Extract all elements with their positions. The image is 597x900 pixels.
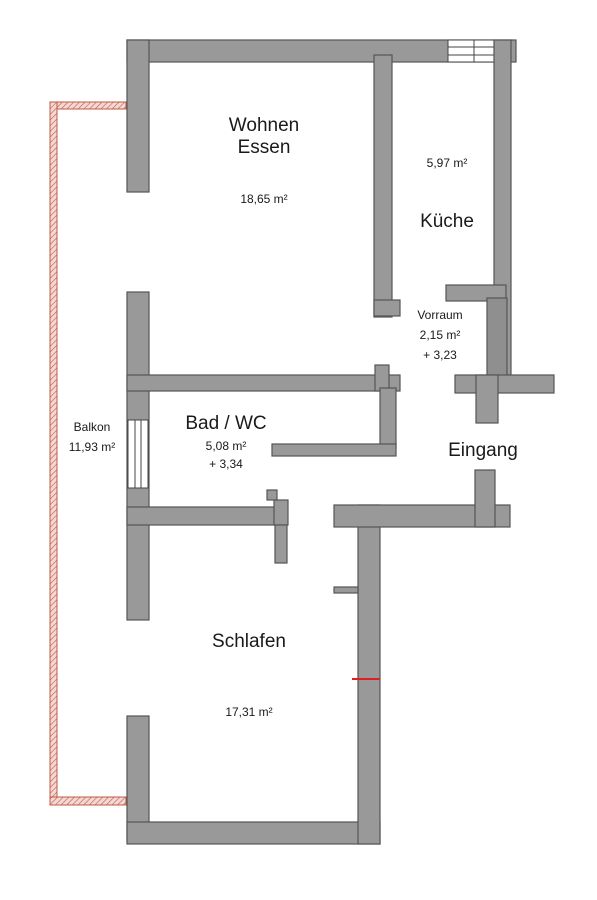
balcony-outline <box>49 101 127 806</box>
walls <box>126 39 555 845</box>
room-extra-vorraum: + 3,23 <box>423 348 457 362</box>
room-name-eingang: Eingang <box>448 440 518 461</box>
room-area-bad: 5,08 m² <box>205 439 247 453</box>
room-extra-bad: + 3,34 <box>209 457 243 471</box>
room-name-wohnen-line2: Essen <box>237 136 291 158</box>
room-name-kueche: Küche <box>420 211 474 232</box>
room-area-schlafen: 17,31 m² <box>225 705 273 719</box>
room-name-vorraum: Vorraum <box>417 308 463 322</box>
room-area-balkon: 11,93 m² <box>68 440 116 454</box>
room-area-kueche: 5,97 m² <box>426 156 468 170</box>
room-name-schlafen: Schlafen <box>212 631 286 652</box>
room-area-vorraum: 2,15 m² <box>419 328 461 342</box>
room-name-wohnen-line1: Wohnen <box>228 115 300 136</box>
room-name-balkon: Balkon <box>73 420 111 434</box>
room-name-wohnen: Wohnen Essen <box>205 115 323 159</box>
room-area-wohnen: 18,65 m² <box>240 192 288 206</box>
room-name-bad: Bad / WC <box>185 413 267 434</box>
